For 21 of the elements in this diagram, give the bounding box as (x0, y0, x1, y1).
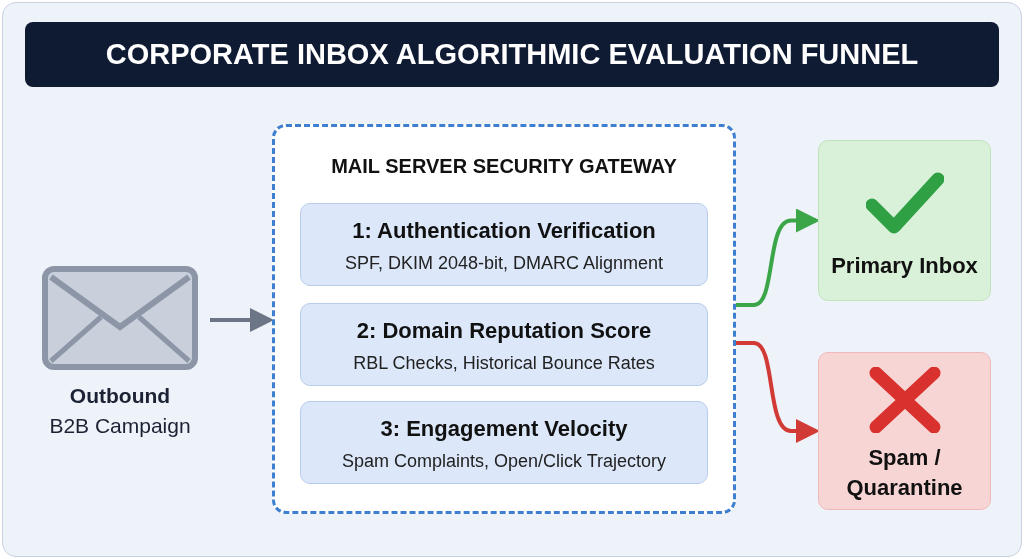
title-banner: CORPORATE INBOX ALGORITHMIC EVALUATION FUNNEL (25, 22, 999, 87)
arrow (736, 208, 820, 307)
node-text: B2B Campaign (48, 413, 192, 439)
inbox-box (818, 140, 991, 301)
destination-label: Spam / Quarantine (845, 444, 964, 502)
spam-box (818, 352, 991, 510)
stage-heading: 3: Engagement Velocity (379, 415, 629, 443)
stage-box (300, 303, 708, 386)
node-heading: Outbound (68, 383, 172, 409)
stage-heading: 1: Authentication Verification (351, 217, 657, 245)
stage-description: RBL Checks, Historical Bounce Rates (352, 352, 656, 375)
arrow (210, 308, 274, 332)
destination-label: Primary Inbox (830, 252, 979, 280)
stage-box (300, 203, 708, 286)
stage-box (300, 401, 708, 484)
stage-description: SPF, DKIM 2048-bit, DMARC Alignment (343, 252, 665, 275)
arrow (736, 341, 820, 443)
container-heading: MAIL SERVER SECURITY GATEWAY (330, 155, 678, 178)
gateway-container (272, 124, 736, 514)
stage-heading: 2: Domain Reputation Score (355, 317, 653, 345)
stage-description: Spam Complaints, Open/Click Trajectory (340, 450, 668, 473)
